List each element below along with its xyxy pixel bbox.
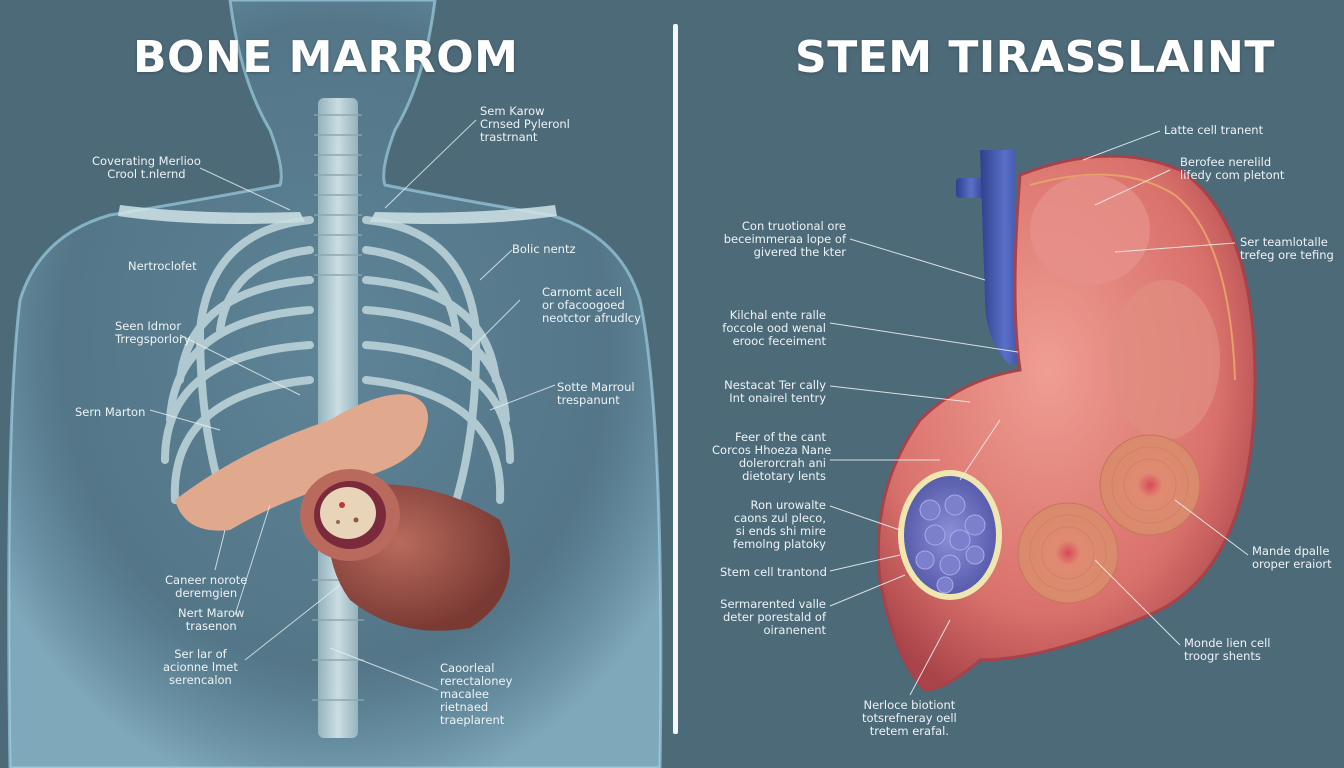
left-panel-title: BONE MARROM: [133, 32, 519, 83]
label-ron-urowalte: Ron urowalte caons zul pleco, si ends sh…: [733, 498, 826, 551]
label-stem-cell-trantond: Stem cell trantond: [720, 565, 827, 579]
label-caoorleal: Caoorleal rerectaloney macalee rietnaed …: [440, 661, 513, 727]
organ-cross-section: [175, 394, 510, 631]
label-sermarented: Sermarented valle deter porestald of oir…: [720, 597, 826, 637]
label-carnomt-acell: Carnomt acell or ofacoogoed neotctor afr…: [542, 285, 641, 325]
panel-divider: [673, 24, 678, 734]
vein: [956, 150, 1030, 365]
label-latte-cell: Latte cell tranent: [1164, 123, 1264, 137]
rib-cage: [161, 216, 514, 524]
label-kilchal-ente: Kilchal ente ralle foccole ood wenal ero…: [722, 308, 826, 348]
label-ser-teamlotalle: Ser teamlotalle trefeg ore tefing: [1240, 235, 1334, 262]
label-nerloce-biotiont: Nerloce biotiont totsrefneray oell trete…: [862, 698, 957, 738]
label-seen-idmor: Seen Idmor Trregsporlory: [115, 319, 191, 346]
label-sern-marton: Sern Marton: [75, 405, 146, 419]
label-caneer-norote: Caneer norote deremgien: [165, 573, 248, 600]
label-mande-dpalle: Mande dpalle oroper eraiort: [1252, 544, 1332, 571]
label-nestacat: Nestacat Ter cally Int onairel tentry: [724, 378, 826, 405]
label-nertroclofet: Nertroclofet: [128, 259, 197, 273]
label-stem-marrow-treatment: Sem Karow Crnsed Pyleronl trastrnant: [480, 104, 570, 144]
label-feer-of-the-cant: Feer of the cant Corcos Hhoeza Nane dole…: [712, 430, 832, 483]
clavicles: [118, 205, 557, 224]
label-con-truotional: Con truotional ore beceimmeraa lope of g…: [723, 219, 846, 259]
label-monde-lien-cell: Monde lien cell troogr shents: [1184, 636, 1271, 663]
right-panel-title: STEM TIRASSLAINT: [795, 32, 1275, 83]
label-nert-marow: Nert Marow trasenon: [178, 606, 245, 633]
label-berofee-nerelild: Berofee nerelild lifedy com pletont: [1180, 155, 1285, 182]
label-bolic-nentz: Bolic nentz: [512, 242, 576, 256]
label-coverating-marrow: Coverating Merlioo Crool t.nlernd: [92, 154, 201, 181]
label-ser-lar-of: Ser lar of acionne lmet serencalon: [163, 647, 238, 687]
left-leader-lines: [149, 119, 556, 691]
right-leader-lines: [829, 130, 1249, 696]
stomach-organ: [876, 154, 1257, 692]
label-sotte-marroul: Sotte Marroul trespanunt: [557, 380, 635, 407]
